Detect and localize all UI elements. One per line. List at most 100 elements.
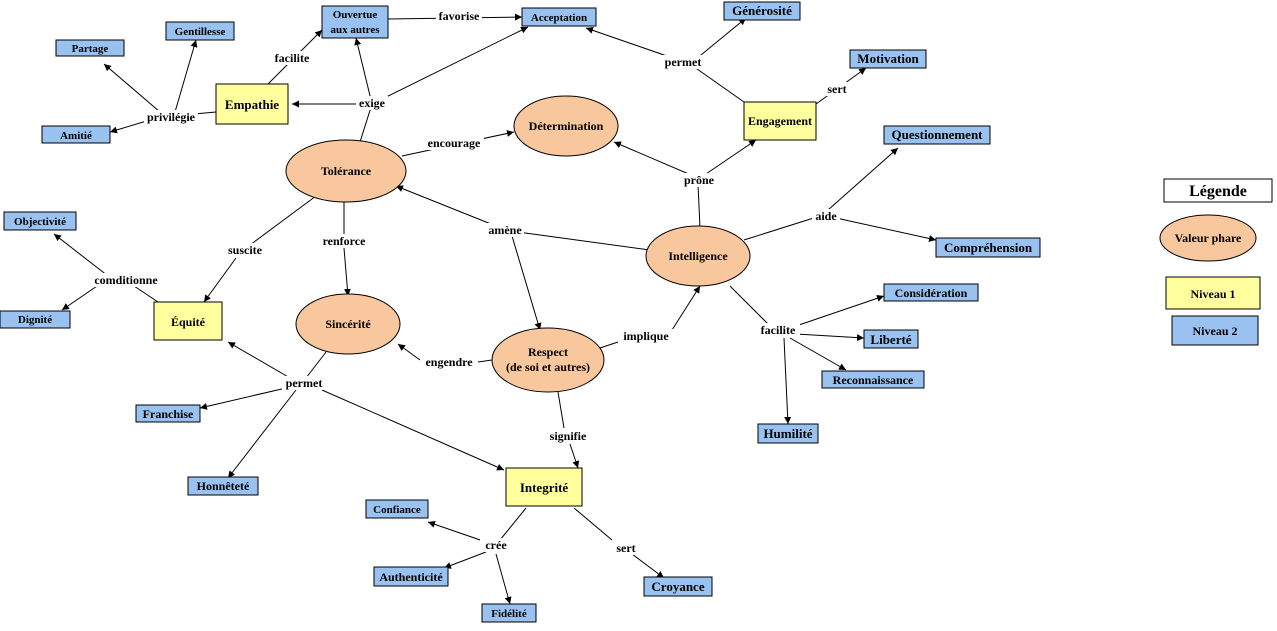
label-implique: implique (623, 329, 669, 343)
edge-respect-signifie (557, 391, 565, 429)
edge-cree-confiance (427, 520, 487, 543)
node-confiance (365, 499, 429, 519)
label-renforce: renforce (323, 234, 367, 248)
edge-prone-engagement (699, 139, 757, 179)
node-respect (491, 327, 605, 393)
node-empathie (215, 83, 289, 125)
label-sert-2: sert (616, 541, 635, 555)
label-prone: prône (684, 173, 715, 187)
node-acceptation (521, 7, 597, 27)
edge-implique-intelligence (671, 285, 701, 331)
node-honnetete (187, 476, 259, 496)
edge-prone-determination (613, 141, 699, 179)
edge-privilegie-partage (103, 63, 161, 113)
legend-valeur-phare-label: Valeur phare (1175, 231, 1242, 245)
edge-sincerite-permet (305, 351, 327, 379)
edge-facilite-consideration (795, 294, 885, 327)
node-reconnaissance (821, 370, 925, 389)
edge-permet-equite (227, 341, 291, 379)
node-comprehension-label: Compréhension (944, 240, 1033, 255)
node-sincerite (295, 293, 401, 355)
edge-comditionne-objectivite (53, 233, 109, 277)
edge-intelligence-aide (743, 215, 821, 241)
edge-intelligence-prone (697, 183, 701, 229)
label-suscite: suscite (228, 243, 263, 257)
edge-permet-franchise (199, 387, 287, 410)
edge-cree-authenticite (443, 551, 487, 569)
edge-privilegie-gentillesse (174, 39, 198, 113)
node-reconnaissance-label: Reconnaissance (833, 373, 914, 387)
node-intelligence (645, 225, 751, 287)
legend: Légende Valeur phare Niveau 1 Niveau 2 (1163, 178, 1273, 338)
node-franchise-label: Franchise (143, 407, 194, 421)
edge-exige-ouverture (354, 37, 373, 105)
legend-title: Légende (1189, 183, 1247, 200)
node-franchise (135, 404, 201, 423)
edge-permet-honnetete (227, 389, 297, 479)
label-amene: amène (488, 223, 522, 237)
node-tolerance (285, 139, 407, 203)
edge-intelligence-facilite (729, 285, 773, 329)
node-determination (513, 95, 619, 157)
node-comprehension (935, 237, 1041, 258)
node-questionnement-label: Questionnement (892, 127, 984, 142)
legend-niveau-2-label: Niveau 2 (1193, 324, 1238, 338)
label-facilite-2: facilite (761, 323, 796, 337)
node-authenticite-label: Authenticité (379, 570, 443, 584)
legend-title-box (1163, 178, 1273, 203)
label-permet-2: permet (286, 376, 323, 390)
edge-permet-integrite (321, 389, 505, 471)
label-cree: crée (485, 538, 507, 552)
node-fidelite (481, 603, 537, 623)
node-equite (153, 301, 223, 341)
legend-niveau-1-label: Niveau 1 (1191, 287, 1236, 301)
edge-renforce-sincerite (343, 247, 351, 297)
node-consideration-label: Considération (895, 286, 968, 300)
edge-suscite-equite (203, 257, 237, 303)
niveau-1-nodes (153, 83, 1261, 507)
node-equite-label: Équité (171, 315, 206, 329)
label-permet-1: permet (665, 55, 702, 69)
node-intelligence-label: Intelligence (668, 249, 728, 263)
node-ouverture (321, 5, 389, 39)
node-determination-label: Détermination (529, 119, 604, 133)
edge-tolerance-exige (359, 103, 373, 143)
node-partage-label: Partage (72, 43, 109, 55)
node-honnetete-label: Honnêteté (197, 479, 250, 493)
label-comditionne: comditionne (94, 273, 158, 287)
edge-respect-implique (599, 341, 619, 349)
node-dignite-label: Dignité (18, 314, 52, 326)
node-consideration (883, 283, 979, 302)
edge-aide-comprehension (835, 217, 937, 242)
edge-tolerance-suscite (245, 195, 317, 249)
link-labels: favorise facilite exige privilégie perme… (90, 9, 850, 555)
node-sincerite-label: Sincérité (325, 317, 371, 331)
label-facilite-1: facilite (275, 51, 310, 65)
edge-facilite-liberte (795, 333, 865, 342)
node-generosite-label: Générosité (732, 3, 792, 18)
node-liberte-label: Liberté (870, 332, 911, 347)
edge-facilite-reconnaissance (789, 337, 847, 371)
node-ouverture-label-2: aux autres (331, 24, 381, 36)
node-liberte (863, 329, 919, 349)
edge-engagement-permet (689, 63, 745, 103)
edge-facilite-humilite (783, 337, 792, 425)
node-humilite-label: Humilité (763, 426, 812, 441)
label-aide: aide (815, 209, 837, 223)
node-respect-label-1: Respect (528, 345, 568, 359)
node-gentillesse-label: Gentillesse (175, 26, 226, 38)
node-amitie (41, 125, 111, 144)
node-acceptation-label: Acceptation (531, 12, 587, 24)
edge-privilegie-amitie (109, 119, 151, 134)
node-humilite (757, 423, 819, 444)
node-authenticite (373, 566, 449, 587)
node-motivation (849, 49, 927, 69)
label-signifie: signifie (550, 429, 587, 443)
edge-intelligence-amene (517, 231, 651, 251)
node-objectivite (3, 211, 77, 231)
node-ouverture-label-1: Ouvertue (333, 9, 378, 21)
node-objectivite-label: Objectivité (14, 216, 66, 228)
node-confiance-label: Confiance (373, 504, 421, 516)
node-dignite (0, 310, 71, 329)
label-sert-1: sert (827, 82, 846, 96)
